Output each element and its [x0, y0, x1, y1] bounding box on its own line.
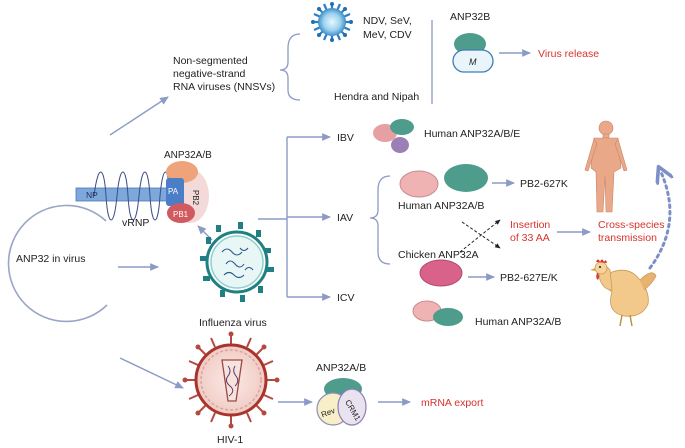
insertion-label-line2: of 33 AA	[510, 232, 550, 244]
nnsv-brace	[279, 33, 301, 101]
nnsv-label-line2: negative-strand	[173, 68, 246, 80]
pb1-label: PB1	[173, 210, 189, 219]
influenza-branch-tree	[258, 133, 331, 301]
pb1-subunit	[167, 203, 195, 223]
cross-species-label-line1: Cross-species	[598, 219, 665, 231]
m-protein-label: M	[469, 57, 477, 67]
human-anp32ab-icv-label: Human ANP32A/B	[475, 316, 561, 328]
influenza-virion-icon	[200, 222, 274, 302]
human-anp32abe-label: Human ANP32A/B/E	[424, 128, 520, 140]
dashed-arrow-to-human	[459, 219, 501, 253]
pb2-627ek-label: PB2-627E/K	[500, 272, 558, 284]
iav-label: IAV	[337, 212, 353, 224]
arrow-to-hiv	[119, 357, 184, 389]
anp32ab-vrnp-icon	[166, 161, 198, 183]
chicken-icon	[590, 259, 657, 327]
ibv-label: IBV	[337, 132, 354, 144]
hendra-nipah-label: Hendra and Nipah	[334, 91, 419, 103]
nnsv-label-line3: RNA viruses (NNSVs)	[173, 81, 275, 93]
hiv1-virion-icon	[182, 331, 280, 429]
crm1-icon	[337, 388, 367, 426]
m-protein-icon	[452, 49, 494, 73]
cross-species-label-line2: transmission	[598, 232, 657, 244]
dashed-arrow-to-chicken	[461, 221, 501, 249]
pa-label: PA	[168, 187, 179, 196]
virus-release-label: Virus release	[538, 48, 599, 60]
anp32ab-hiv-label: ANP32A/B	[316, 362, 366, 374]
human-anp32ab-iav-label: Human ANP32A/B	[398, 200, 484, 212]
iav-brace	[369, 175, 391, 265]
ndv-label-line1: NDV, SeV,	[363, 15, 412, 27]
human-anp32ab-icv-icon	[412, 300, 463, 326]
vrnp-complex: ANP32A/B NP PA PB2 PB1 vRNP	[75, 150, 212, 229]
rev-crm1-complex: ANP32A/B Rev CRM1	[316, 362, 367, 426]
anp32ab-vrnp-label: ANP32A/B	[164, 150, 212, 161]
icv-label: ICV	[337, 292, 355, 304]
human-figure-icon	[584, 120, 628, 213]
human-anp32abe-icon	[373, 119, 414, 153]
vrnp-label: vRNP	[122, 217, 149, 229]
pa-subunit	[166, 178, 184, 206]
anp32b-m-complex: ANP32B M	[450, 11, 494, 73]
chicken-anp32a-label: Chicken ANP32A	[398, 249, 479, 261]
rna-coil	[93, 171, 171, 221]
pb2-627k-label: PB2-627K	[520, 178, 568, 190]
chicken-anp32a-icon	[419, 259, 463, 287]
anp32-in-virus-circle	[7, 204, 108, 323]
ndv-label-line2: MeV, CDV	[363, 29, 412, 41]
nnsv-label: Non-segmented negative-strand RNA viruse…	[173, 55, 275, 93]
insertion-label-line1: Insertion	[510, 219, 550, 231]
nnsv-virion-icon	[311, 2, 353, 42]
pb2-label: PB2	[191, 190, 200, 206]
hiv1-label: HIV-1	[217, 434, 243, 446]
anp32-in-virus-node: ANP32 in virus	[7, 204, 108, 323]
anp32-in-virus-label: ANP32 in virus	[16, 253, 85, 265]
dotted-arrow-chicken-to-human	[648, 170, 670, 270]
arrow-to-nnsv	[109, 96, 169, 136]
human-anp32ab-iav-icon	[399, 164, 488, 198]
mrna-export-label: mRNA export	[421, 397, 484, 409]
nnsv-label-line1: Non-segmented	[173, 55, 248, 67]
anp32b-label: ANP32B	[450, 11, 490, 23]
influenza-virus-label: Influenza virus	[199, 317, 267, 329]
np-label: NP	[86, 190, 98, 200]
